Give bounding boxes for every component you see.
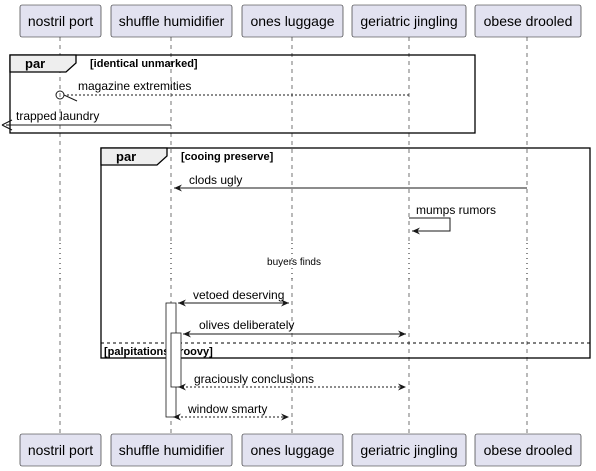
- fragment-tab: [100, 147, 168, 166]
- message-label: mumps rumors: [416, 203, 496, 217]
- message-label: magazine extremities: [78, 79, 191, 93]
- message-window-smarty: window smarty: [173, 402, 289, 421]
- participant-label-ones-luggage-bottom: ones luggage: [250, 442, 334, 458]
- fragment-tab: [9, 54, 77, 73]
- participant-box-ones-luggage-bottom[interactable]: [241, 433, 344, 467]
- fragment-par-2: par [cooing preserve] [palpitations groo…: [100, 147, 591, 359]
- message-line: [409, 217, 451, 235]
- participant-label-geriatric-jingling-bottom: geriatric jingling: [360, 442, 457, 458]
- fragment-guard: [identical unmarked]: [90, 58, 198, 70]
- participant-box-shuffle-humidifier[interactable]: [110, 4, 233, 38]
- message-graciously-conclusions: graciously conclusions: [178, 372, 406, 391]
- fragment-keyword: par: [116, 149, 136, 164]
- message-arrowhead: [1, 119, 13, 131]
- message-mumps-rumors: mumps rumors: [409, 203, 496, 235]
- message-label: window smarty: [187, 402, 267, 416]
- message-arrow-stroke: [63, 94, 78, 102]
- message-trapped-laundry: trapped laundry: [1, 109, 171, 131]
- participant-label-nostril-port: nostril port: [28, 13, 93, 29]
- participant-box-nostril-port-bottom[interactable]: [19, 433, 102, 467]
- participant-box-geriatric-jingling[interactable]: [351, 4, 467, 38]
- participant-label-ones-luggage: ones luggage: [250, 13, 334, 29]
- participant-label-nostril-port-bottom: nostril port: [28, 442, 93, 458]
- message-label: trapped laundry: [16, 109, 99, 123]
- message-label: clods ugly: [189, 173, 242, 187]
- participants-bottom: nostril port shuffle humidifier ones lug…: [19, 433, 582, 467]
- participant-box-nostril-port[interactable]: [19, 4, 102, 38]
- fragment-guard: [cooing preserve]: [181, 151, 274, 163]
- participant-label-shuffle-humidifier: shuffle humidifier: [119, 13, 225, 29]
- activations: [165, 302, 182, 418]
- message-vetoed-deserving: vetoed deserving: [178, 288, 289, 307]
- participant-label-geriatric-jingling: geriatric jingling: [360, 13, 457, 29]
- participant-box-ones-luggage[interactable]: [241, 4, 344, 38]
- fragment-else-guard: [palpitations groovy]: [104, 346, 213, 358]
- message-magazine-extremities: magazine extremities: [55, 79, 409, 102]
- message-label: graciously conclusions: [194, 372, 314, 386]
- participant-box-shuffle-humidifier-bottom[interactable]: [110, 433, 233, 467]
- participant-label-shuffle-humidifier-bottom: shuffle humidifier: [119, 442, 225, 458]
- fragment-frame: [9, 54, 476, 134]
- participant-label-obese-drooled: obese drooled: [484, 13, 573, 29]
- message-olives-deliberately: olives deliberately: [183, 318, 406, 338]
- fragment-par-1: par [identical unmarked]: [9, 54, 476, 134]
- delay-label: buyers finds: [267, 257, 321, 268]
- delay-buyers-finds: buyers finds: [0, 243, 596, 279]
- participant-box-obese-drooled-bottom[interactable]: [474, 433, 582, 467]
- participant-label-obese-drooled-bottom: obese drooled: [484, 442, 573, 458]
- participant-box-geriatric-jingling-bottom[interactable]: [351, 433, 467, 467]
- fragment-keyword: par: [25, 56, 45, 71]
- message-label: vetoed deserving: [193, 288, 284, 302]
- message-clods-ugly: clods ugly: [174, 173, 527, 192]
- participants-top: nostril port shuffle humidifier ones lug…: [19, 4, 582, 38]
- message-label: olives deliberately: [199, 318, 294, 332]
- participant-box-obese-drooled[interactable]: [474, 4, 582, 38]
- activation-bar: [170, 332, 182, 388]
- delay-gap: [0, 243, 596, 279]
